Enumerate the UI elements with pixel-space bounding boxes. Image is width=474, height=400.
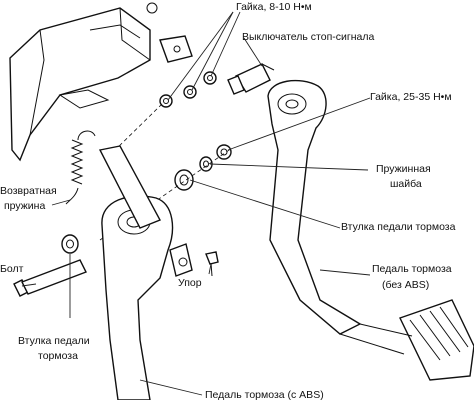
label-pedal-bushing-right: Втулка педали тормоза (341, 221, 456, 233)
mounting-bracket (9, 2, 193, 162)
bolt-and-bushing (13, 234, 87, 297)
label-pedal-bushing-left-line1: Втулка педали (18, 335, 90, 347)
label-pedal-no-abs-line2: (без ABS) (382, 279, 429, 291)
label-return-spring-line2: пружина (4, 200, 45, 212)
label-bolt: Болт (0, 263, 24, 275)
label-nuts-small: Гайка, 8-10 Н•м (236, 1, 312, 13)
label-stop: Упор (178, 277, 202, 289)
return-spring (65, 130, 96, 205)
label-pedal-no-abs-line1: Педаль тормоза (372, 263, 452, 275)
label-brake-light-switch: Выключатель стоп-сигнала (242, 31, 374, 43)
brake-light-switch (227, 63, 275, 95)
pivot-hardware (99, 103, 233, 241)
leader-lines (21, 11, 371, 396)
label-pedal-bushing-left-line2: тормоза (38, 350, 78, 362)
label-return-spring-line1: Возвратная (0, 185, 57, 197)
label-spring-washer-line2: шайба (390, 178, 422, 190)
brake-pedal-abs (98, 145, 193, 400)
brake-pedal-no-abs (267, 79, 474, 381)
label-spring-washer-line1: Пружинная (376, 163, 431, 175)
small-nuts (159, 71, 217, 108)
label-nut-large: Гайка, 25-35 Н•м (370, 91, 452, 103)
label-pedal-abs: Педаль тормоза (с ABS) (205, 389, 324, 400)
pedal-stop (205, 251, 219, 277)
